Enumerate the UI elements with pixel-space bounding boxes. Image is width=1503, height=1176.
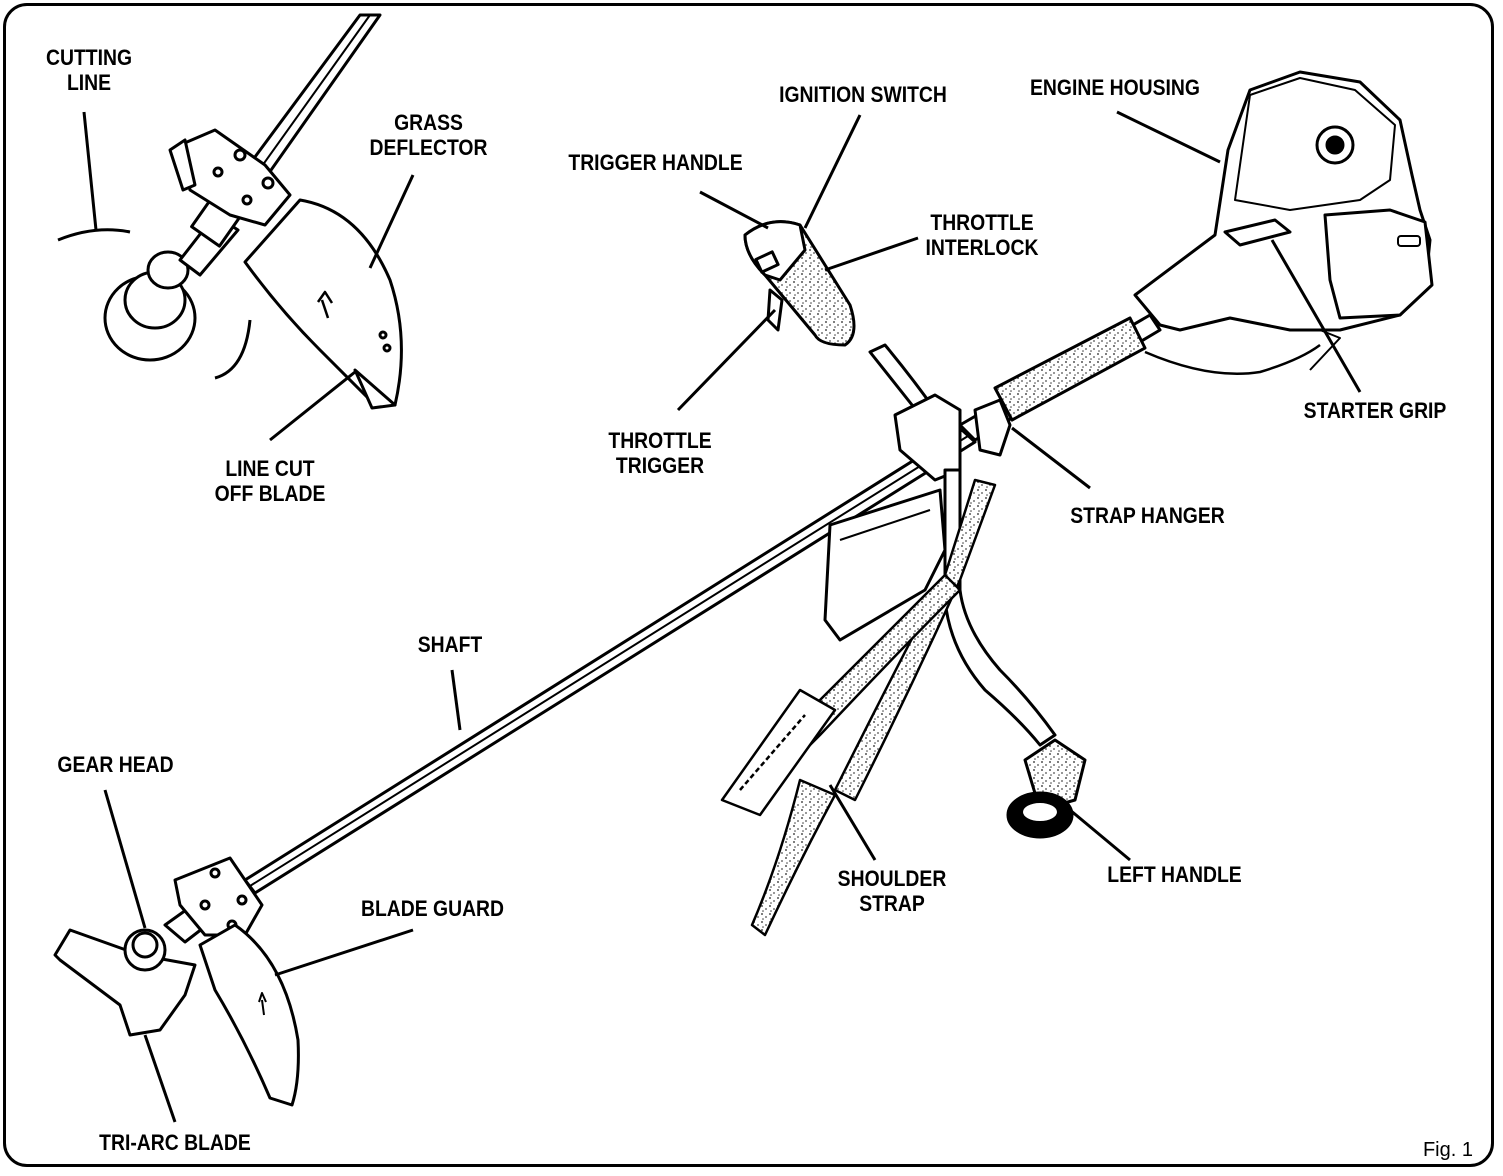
label-strap-hanger: STRAP HANGER	[1070, 503, 1225, 528]
label-engine-housing: ENGINE HOUSING	[1030, 75, 1200, 100]
label-shaft: SHAFT	[417, 632, 483, 657]
label-blade-guard: BLADE GUARD	[360, 896, 505, 921]
label-gear-head: GEAR HEAD	[57, 752, 174, 777]
cutting-line-arc	[57, 228, 131, 242]
rear-grip	[993, 316, 1147, 422]
label-ignition-switch: IGNITION SWITCH	[779, 82, 947, 107]
label-starter-grip: STARTER GRIP	[1303, 398, 1447, 423]
label-trigger-handle: TRIGGER HANDLE	[568, 150, 743, 175]
figure-caption: Fig. 1	[1422, 1139, 1473, 1161]
leader-lines	[82, 110, 1362, 1123]
trigger-handle-assembly	[743, 220, 1012, 482]
tri-arc-blade-shape	[53, 928, 197, 1037]
shoulder-strap	[720, 478, 997, 937]
label-tri-arc-blade: TRI-ARC BLADE	[99, 1130, 251, 1155]
label-left-handle: LEFT HANDLE	[1107, 862, 1242, 887]
inset-trimmer-head	[57, 13, 403, 410]
engine-assembly	[958, 70, 1434, 442]
blade-head	[53, 856, 300, 1107]
left-handle-assembly	[823, 468, 1087, 839]
blade-guard-shape	[198, 923, 300, 1107]
